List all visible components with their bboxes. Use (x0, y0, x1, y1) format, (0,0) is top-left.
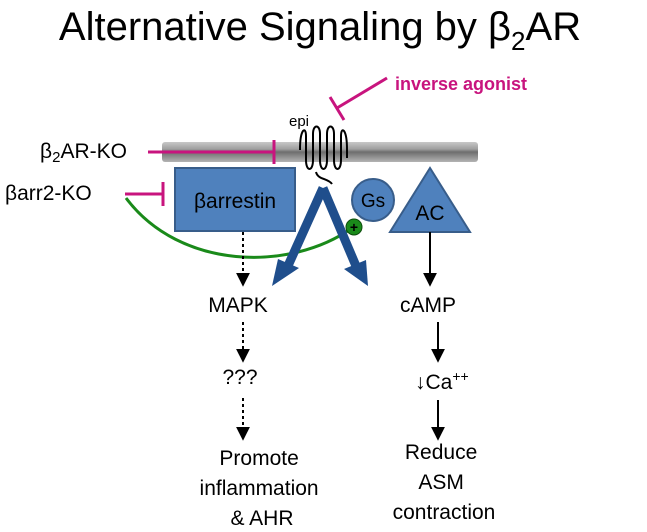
camp-label: cAMP (400, 294, 456, 317)
b2ar-receptor-icon (299, 125, 348, 170)
epi-label: epi (289, 113, 309, 130)
promote-outcome: Promote inflammation & AHR (200, 447, 325, 530)
b2ar-ko-label: β2AR-KO (40, 140, 127, 166)
activation-arc (124, 197, 353, 259)
receptor-to-mapk-arrow (272, 186, 328, 286)
barrestin-box (174, 167, 296, 232)
receptor-tail (315, 171, 333, 185)
mapk-label: MAPK (208, 294, 268, 317)
b2ar-ko-inhibitor (148, 140, 276, 164)
inverse-agonist-label: inverse agonist (395, 74, 527, 94)
barr2-ko-label: βarr2-KO (5, 182, 92, 205)
unknown-label: ??? (222, 366, 257, 389)
activation-plus-icon (345, 218, 363, 236)
activation-plus-sign: + (350, 219, 358, 235)
page-title: Alternative Signaling by β2AR (59, 5, 581, 56)
inverse-agonist-inhibitor (328, 76, 388, 121)
ac-label: AC (415, 202, 444, 225)
barrestin-label: βarrestin (194, 190, 276, 213)
calcium-label: ↓Ca++ (415, 368, 469, 394)
receptor-to-gs-arrow (318, 186, 368, 286)
gs-label: Gs (361, 191, 385, 212)
gs-protein (351, 178, 395, 222)
barr2-ko-inhibitor (125, 182, 165, 206)
reduce-outcome: Reduce ASM contraction (393, 441, 496, 524)
